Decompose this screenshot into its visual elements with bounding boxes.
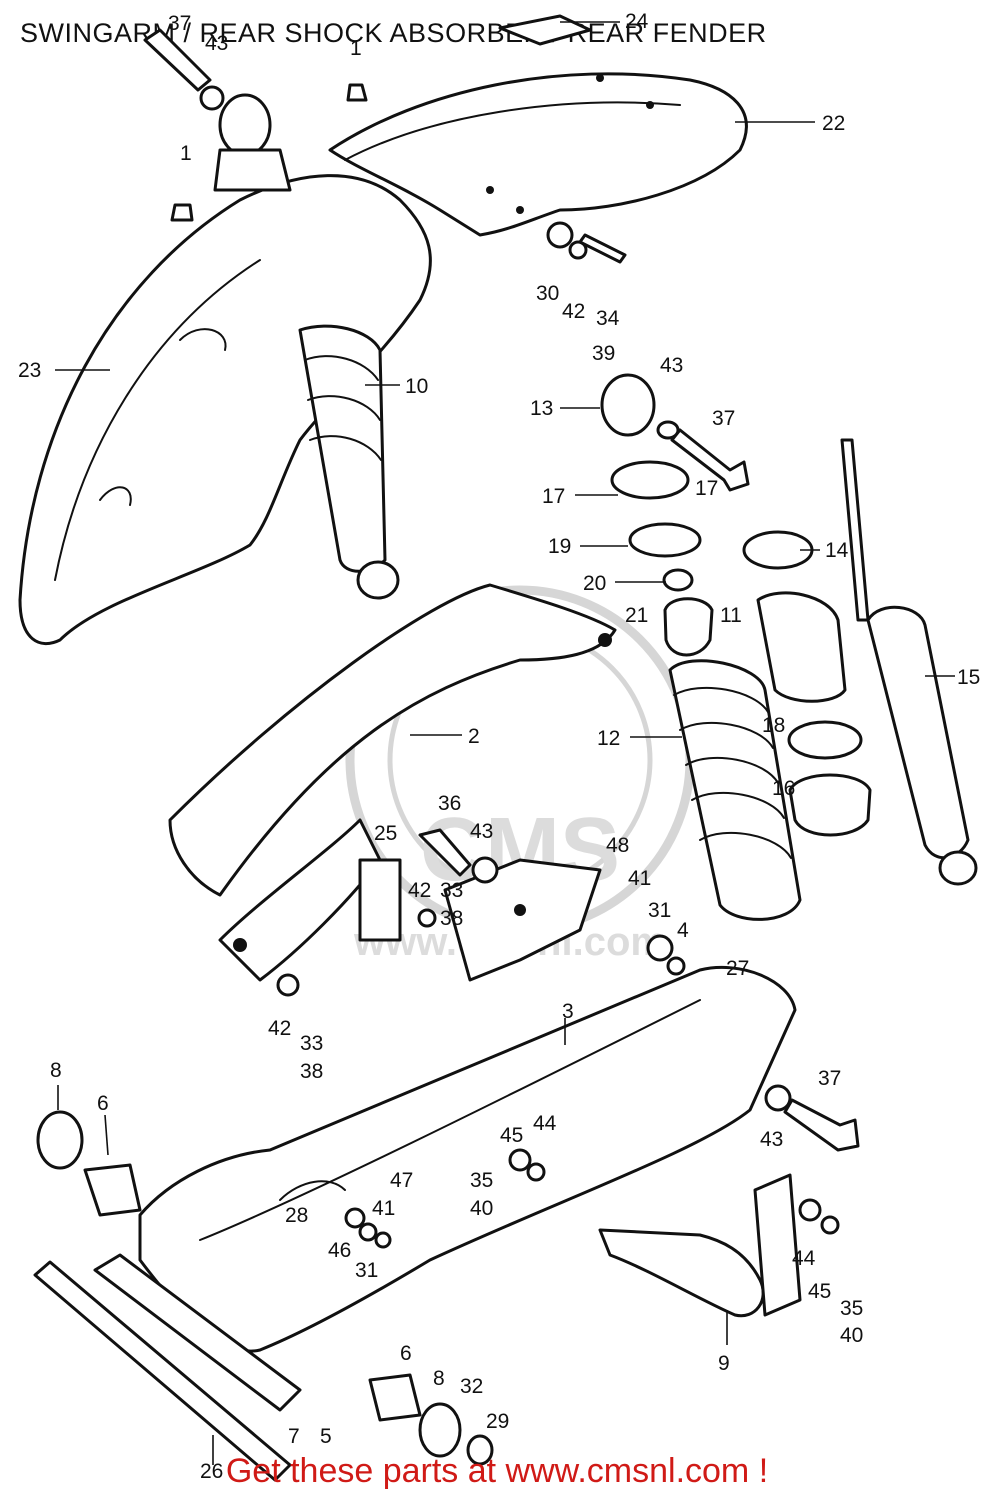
callout-43[interactable]: 43 <box>205 32 228 55</box>
callout-6[interactable]: 6 <box>97 1092 109 1115</box>
callout-37[interactable]: 37 <box>168 12 191 35</box>
callout-17[interactable]: 17 <box>542 485 565 508</box>
diagram-title: SWINGARM / REAR SHOCK ABSORBER / REAR FE… <box>20 18 767 48</box>
callout-37[interactable]: 37 <box>818 1067 841 1090</box>
rear-shock-absorber-part[interactable] <box>213 93 400 600</box>
footer-link-text[interactable]: Get these parts at www.cmsnl.com ! <box>225 1452 769 1490</box>
callout-18[interactable]: 18 <box>762 714 785 737</box>
callout-14[interactable]: 14 <box>825 539 849 562</box>
callout-38[interactable]: 38 <box>300 1060 323 1083</box>
damper-rod-part[interactable] <box>840 438 978 886</box>
callout-35[interactable]: 35 <box>470 1169 493 1192</box>
callout-6[interactable]: 6 <box>400 1342 412 1365</box>
callout-1[interactable]: 1 <box>180 142 192 165</box>
callout-1[interactable]: 1 <box>350 37 362 60</box>
callout-4[interactable]: 4 <box>677 919 689 942</box>
callout-34[interactable]: 34 <box>596 307 620 330</box>
callout-12[interactable]: 12 <box>597 727 620 750</box>
callout-25[interactable]: 25 <box>374 822 397 845</box>
rear-fender-part[interactable] <box>328 72 748 237</box>
callout-47[interactable]: 47 <box>390 1169 413 1192</box>
callout-5[interactable]: 5 <box>320 1425 332 1448</box>
callout-16[interactable]: 16 <box>772 777 795 800</box>
chain-case-plate-part[interactable] <box>218 818 602 982</box>
callout-24[interactable]: 24 <box>625 10 649 33</box>
callout-46[interactable]: 46 <box>328 1239 351 1262</box>
callout-40[interactable]: 40 <box>470 1197 493 1220</box>
chain-guard-part[interactable] <box>168 583 617 897</box>
callout-36[interactable]: 36 <box>438 792 461 815</box>
callout-42[interactable]: 42 <box>562 300 585 323</box>
callout-33[interactable]: 33 <box>440 879 463 902</box>
callout-44[interactable]: 44 <box>533 1112 557 1135</box>
callout-28[interactable]: 28 <box>285 1204 308 1227</box>
callout-17[interactable]: 17 <box>695 477 718 500</box>
callout-27[interactable]: 27 <box>726 957 749 980</box>
callout-42[interactable]: 42 <box>408 879 431 902</box>
callout-26[interactable]: 26 <box>200 1460 223 1483</box>
callout-20[interactable]: 20 <box>583 572 606 595</box>
callout-numbers: 37 43 1 24 1 22 23 10 30 42 34 39 13 43 … <box>18 10 980 1483</box>
callout-22[interactable]: 22 <box>822 112 845 135</box>
callout-35[interactable]: 35 <box>840 1297 863 1320</box>
callout-8[interactable]: 8 <box>50 1059 62 1082</box>
callout-21[interactable]: 21 <box>625 604 648 627</box>
callout-37[interactable]: 37 <box>712 407 735 430</box>
callout-43[interactable]: 43 <box>660 354 683 377</box>
callout-45[interactable]: 45 <box>808 1280 831 1303</box>
callout-39[interactable]: 39 <box>592 342 615 365</box>
callout-31[interactable]: 31 <box>355 1259 378 1282</box>
callout-42[interactable]: 42 <box>268 1017 291 1040</box>
callout-9[interactable]: 9 <box>718 1352 730 1375</box>
callout-3[interactable]: 3 <box>562 1000 574 1023</box>
callout-43[interactable]: 43 <box>470 820 493 843</box>
callout-11[interactable]: 11 <box>720 604 742 627</box>
inner-fender-part[interactable] <box>18 174 432 646</box>
pivot-shaft-part[interactable] <box>33 1253 302 1482</box>
callout-8[interactable]: 8 <box>433 1367 445 1390</box>
callout-41[interactable]: 41 <box>372 1197 395 1220</box>
shock-upper-mount-stack[interactable] <box>600 373 714 657</box>
shock-springs[interactable] <box>668 530 872 921</box>
callout-29[interactable]: 29 <box>486 1410 509 1433</box>
callout-43[interactable]: 43 <box>760 1128 783 1151</box>
callout-2[interactable]: 2 <box>468 725 480 748</box>
fender-bracket-part[interactable] <box>498 14 592 46</box>
callout-33[interactable]: 33 <box>300 1032 323 1055</box>
callout-32[interactable]: 32 <box>460 1375 483 1398</box>
bolts-and-washers[interactable] <box>143 28 860 1249</box>
caution-label-part[interactable] <box>358 858 402 942</box>
pivot-collars[interactable] <box>36 1110 494 1466</box>
callout-41[interactable]: 41 <box>628 867 651 890</box>
callout-30[interactable]: 30 <box>536 282 559 305</box>
callout-leader-lines <box>55 21 955 1465</box>
callout-40[interactable]: 40 <box>840 1324 863 1347</box>
callout-48[interactable]: 48 <box>606 834 629 857</box>
callout-45[interactable]: 45 <box>500 1124 523 1147</box>
callout-38[interactable]: 38 <box>440 907 463 930</box>
callout-10[interactable]: 10 <box>405 375 428 398</box>
callout-19[interactable]: 19 <box>548 535 571 558</box>
callout-13[interactable]: 13 <box>530 397 553 420</box>
callout-23[interactable]: 23 <box>18 359 41 382</box>
callout-7[interactable]: 7 <box>288 1425 300 1448</box>
callout-31[interactable]: 31 <box>648 899 671 922</box>
callout-44[interactable]: 44 <box>792 1247 816 1270</box>
shock-mount-bolt-part[interactable] <box>670 428 750 492</box>
callout-15[interactable]: 15 <box>957 666 980 689</box>
rear-bracket-part[interactable] <box>598 1173 802 1318</box>
